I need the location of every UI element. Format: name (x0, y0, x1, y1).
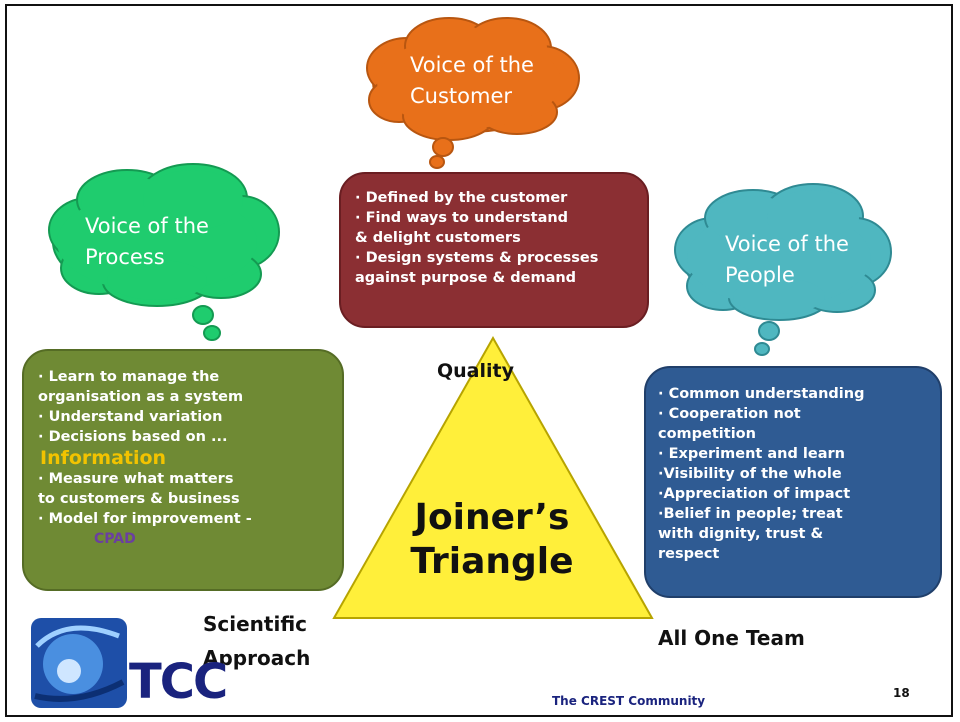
information-highlight: Information (40, 447, 167, 469)
process-box: · Learn to manage the organisation as a … (22, 349, 344, 591)
page-number: 18 (893, 686, 910, 700)
people-item: ·Appreciation of impact (658, 486, 851, 502)
voice-of-people-label: Voice of the People (725, 232, 849, 287)
customer-item: · Find ways to understand & delight cust… (355, 210, 569, 246)
people-item: · Cooperation not competition (658, 406, 801, 442)
scientific-approach-label: Scientific Approach (203, 612, 311, 670)
voice-of-customer-label: Voice of the Customer (410, 53, 534, 108)
process-item: · Decisions based on ... (38, 429, 228, 445)
cpad-label: CPAD (94, 531, 136, 547)
people-box: · Common understanding · Cooperation not… (644, 366, 942, 598)
process-item: · Measure what matters to customers & bu… (38, 471, 240, 507)
people-item: ·Visibility of the whole (658, 466, 842, 482)
diagram-shapes (31, 17, 892, 708)
customer-item: · Defined by the customer (355, 190, 568, 206)
all-one-team-label: All One Team (658, 626, 805, 650)
people-item: ·Belief in people; treat with dignity, t… (658, 506, 843, 562)
customer-item: · Design systems & processes against pur… (355, 250, 599, 286)
process-item: · Understand variation (38, 409, 223, 425)
quality-label: Quality (437, 360, 514, 382)
tcc-logo-text: TCC (129, 654, 228, 710)
people-item: · Common understanding (658, 386, 865, 402)
process-item: · Learn to manage the organisation as a … (38, 369, 244, 405)
voice-of-process-label: Voice of the Process (85, 214, 209, 269)
tcc-logo-graphic (31, 618, 127, 708)
process-item: · Model for improvement - (38, 511, 252, 527)
joiners-triangle (332, 335, 654, 619)
slide: Voice of the Customer Voice of the Proce… (5, 4, 953, 717)
crest-community-label: The CREST Community (552, 694, 706, 708)
people-item: · Experiment and learn (658, 446, 845, 462)
triangle-title: Joiner’s Triangle (410, 497, 574, 582)
customer-box: · Defined by the customer · Find ways to… (339, 172, 649, 328)
